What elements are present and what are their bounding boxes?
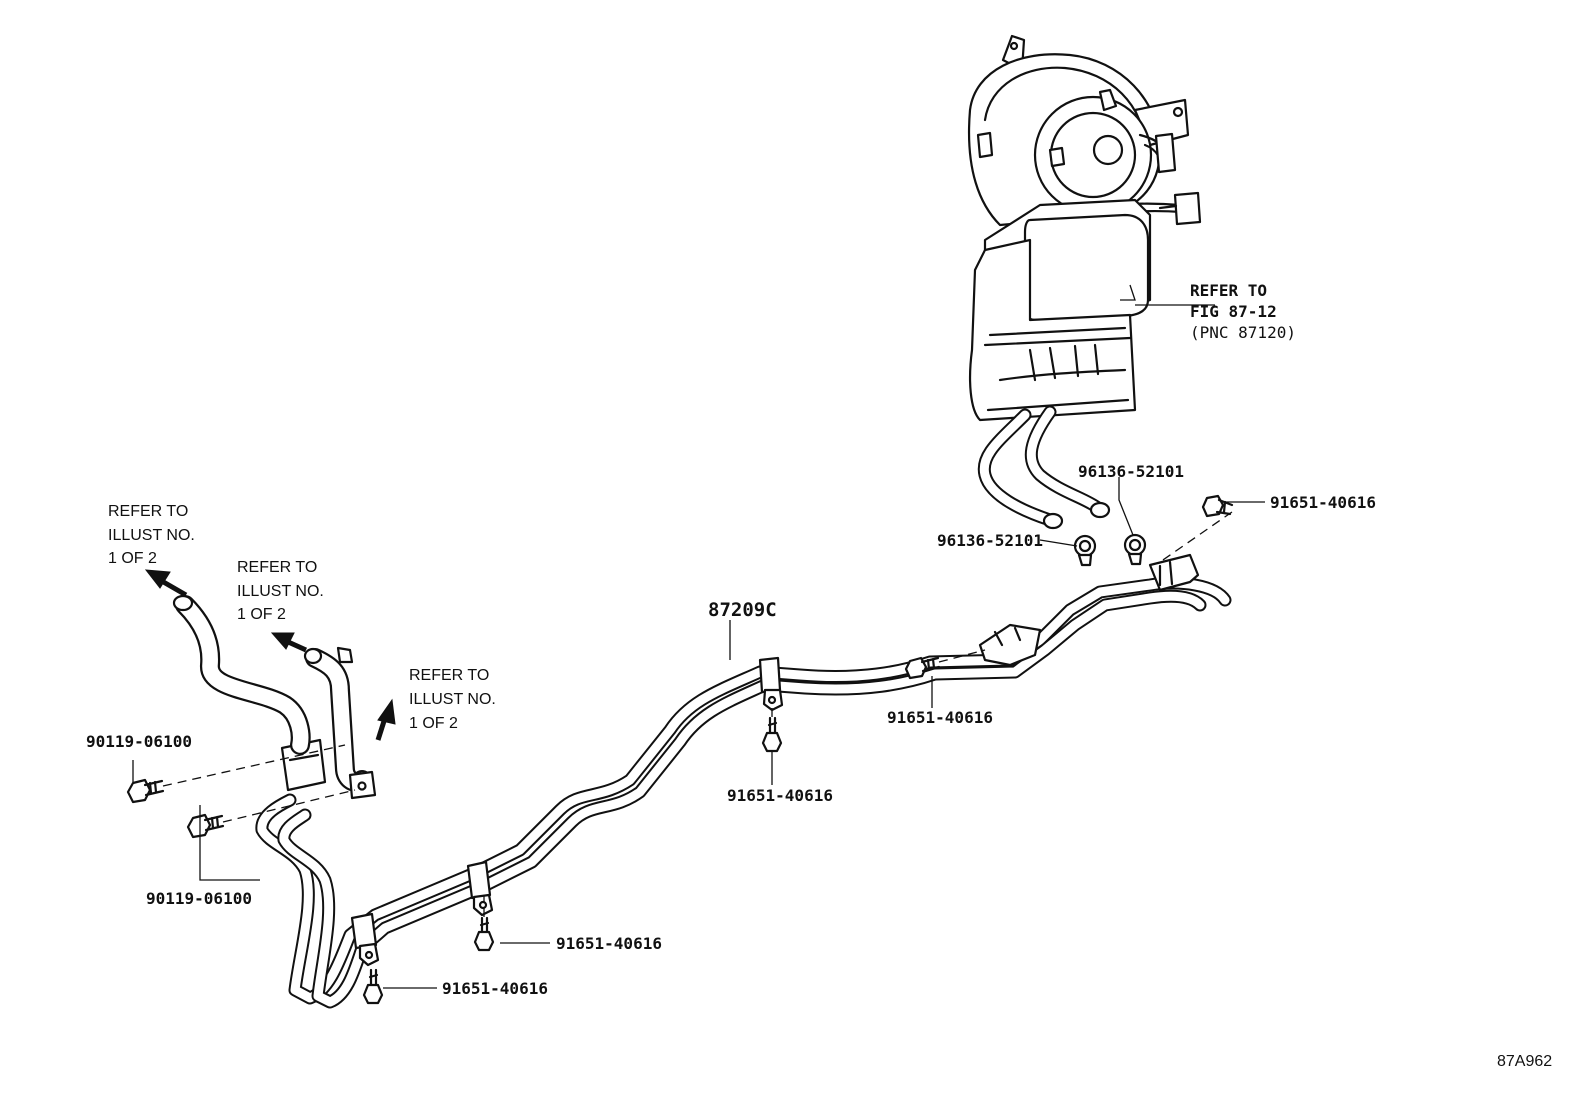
callout-refer-fig: REFER TO FIG 87-12 (PNC 87120) — [1190, 281, 1296, 342]
hose-middle — [303, 646, 377, 800]
hose-clamp-lower — [1073, 534, 1097, 567]
part-label-bolt-bottom-a: 91651-40616 — [556, 934, 662, 953]
water-tube-assembly — [255, 553, 1232, 1009]
svg-text:REFER TO: REFER TO — [237, 559, 317, 576]
bolt-icon-bottom-a — [473, 895, 495, 952]
part-label-bolt-center: 91651-40616 — [727, 786, 833, 805]
callout-refer-left: REFER TO ILLUST NO. 1 OF 2 — [108, 503, 195, 567]
part-label-bolt-bottom-b: 91651-40616 — [442, 979, 548, 998]
callout-refer-mid: REFER TO ILLUST NO. 1 OF 2 — [237, 559, 324, 623]
svg-text:REFER TO: REFER TO — [108, 503, 188, 520]
svg-text:1 OF 2: 1 OF 2 — [409, 715, 458, 732]
svg-text:REFER TO: REFER TO — [409, 667, 489, 684]
arrow-icon-right — [375, 698, 396, 741]
hose-clamp-upper — [1123, 533, 1147, 566]
bolt-icon-lower-left — [186, 789, 356, 839]
svg-text:REFER TO: REFER TO — [1190, 281, 1267, 300]
part-label-bolt-lower-left: 90119-06100 — [146, 889, 252, 908]
svg-text:ILLUST NO.: ILLUST NO. — [409, 691, 496, 708]
bolt-icon-right-bracket — [904, 649, 986, 680]
bolt-icon-top-right — [1159, 494, 1234, 563]
hose-left — [172, 594, 311, 755]
rear-heater-unit — [967, 34, 1202, 530]
part-label-clamp-lower: 96136-52101 — [937, 531, 1043, 550]
bolt-icon-bottom-b — [362, 968, 384, 1005]
part-label-bolt-upper-left: 90119-06100 — [86, 732, 192, 751]
part-label-bolt-right-bracket: 91651-40616 — [887, 708, 993, 727]
svg-text:(PNC 87120): (PNC 87120) — [1190, 323, 1296, 342]
part-label-clamp-upper: 96136-52101 — [1078, 462, 1184, 481]
svg-text:ILLUST NO.: ILLUST NO. — [237, 583, 324, 600]
part-label-main-tube: 87209C — [708, 599, 777, 621]
bolt-icon-upper-left — [126, 744, 346, 804]
svg-text:FIG 87-12: FIG 87-12 — [1190, 302, 1277, 321]
arrow-icon-mid — [270, 632, 308, 653]
arrow-icon-left — [144, 569, 188, 598]
part-label-bolt-top-right: 91651-40616 — [1270, 493, 1376, 512]
svg-text:1 OF 2: 1 OF 2 — [108, 550, 157, 567]
figure-id: 87A962 — [1497, 1053, 1552, 1070]
svg-text:1 OF 2: 1 OF 2 — [237, 606, 286, 623]
bolt-icon-center — [761, 702, 783, 753]
leader-lines — [132, 304, 1265, 989]
callout-refer-right: REFER TO ILLUST NO. 1 OF 2 — [409, 667, 496, 732]
svg-text:ILLUST NO.: ILLUST NO. — [108, 527, 195, 544]
